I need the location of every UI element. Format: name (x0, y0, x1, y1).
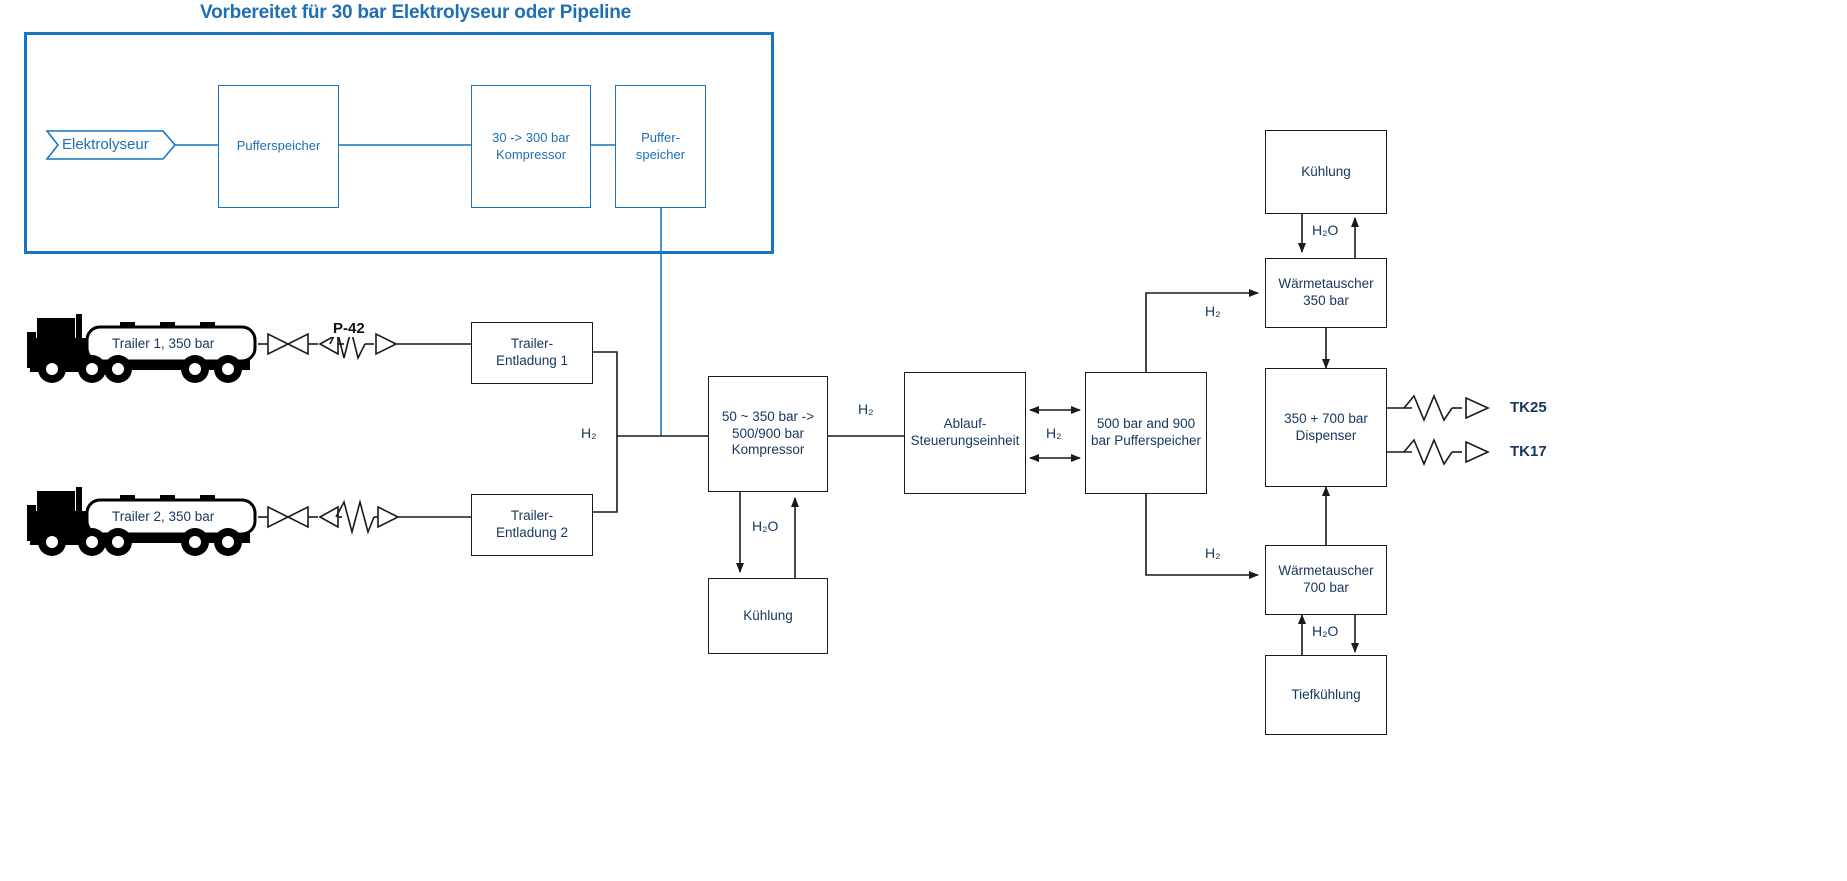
h2-to-700-label: H₂ (1203, 545, 1223, 561)
dispenser-box: 350 + 700 bar Dispenser (1265, 368, 1387, 487)
prepared-section-frame (24, 32, 774, 254)
compressor-cooling-label: Kühlung (743, 607, 793, 623)
nozzle-label-tk17: TK17 (1510, 443, 1547, 460)
electrolyser-label: Elektrolyseur (62, 136, 149, 153)
dispenser-line1: 350 + 700 bar (1284, 410, 1368, 426)
nozzle-label-tk25: TK25 (1510, 399, 1547, 416)
buffer-500-900-box: 500 bar and 900 bar Pufferspeicher (1085, 372, 1207, 494)
buffer-storage-2-box: Puffer- speicher (615, 85, 706, 208)
main-compressor-box: 50 ~ 350 bar -> 500/900 bar Kompressor (708, 376, 828, 492)
trailer-unloading-2-box: Trailer- Entladung 2 (471, 494, 593, 556)
trailer-unloading-1-line2: Entladung 1 (495, 353, 569, 368)
buffer-storage-2-line2: speicher (635, 146, 686, 162)
deep-cooling-box: Tiefkühlung (1265, 655, 1387, 735)
deep-cooling-label: Tiefkühlung (1291, 686, 1361, 702)
control-buffer-h2-label: H₂ (1044, 425, 1064, 441)
buffer-500-900-line2: bar Pufferspeicher (1090, 433, 1202, 448)
buffer-storage-1-label: Pufferspeicher (236, 138, 321, 154)
water-350-label: H₂O (1310, 222, 1341, 238)
water-700-label: H₂O (1310, 623, 1341, 639)
buffer-storage-1-box: Pufferspeicher (218, 85, 339, 208)
main-compressor-line2: 500/900 bar (731, 425, 805, 441)
compressor-cooling-box: Kühlung (708, 578, 828, 654)
compressor-water-label: H₂O (750, 518, 781, 534)
main-compressor-line3: Kompressor (731, 442, 805, 458)
compressor-30-300-line2: Kompressor (495, 146, 567, 162)
control-unit-line2: Steuerungseinheit (910, 433, 1020, 448)
control-unit-box: Ablauf- Steuerungseinheit (904, 372, 1026, 494)
trailer-1-label: Trailer 1, 350 bar (112, 336, 215, 351)
cooling-350-label: Kühlung (1301, 163, 1351, 179)
trailer-unloading-2-line2: Entladung 2 (495, 525, 569, 540)
buffer-500-900-line1: 500 bar and 900 (1096, 416, 1196, 432)
trailer-unloading-1-box: Trailer- Entladung 1 (471, 322, 593, 384)
dispenser-line2: Dispenser (1295, 427, 1357, 443)
buffer-storage-2-line1: Puffer- (641, 130, 680, 146)
main-compressor-line1: 50 ~ 350 bar -> (721, 408, 815, 424)
h2-to-350-label: H₂ (1203, 303, 1223, 319)
truck-wheels-1 (38, 355, 242, 383)
trailer-unloading-1-line1: Trailer- (510, 336, 554, 352)
heat-exchanger-700-box: Wärmetauscher 700 bar (1265, 545, 1387, 615)
compressor-30-300-box: 30 -> 300 bar Kompressor (471, 85, 591, 208)
heat-exchanger-700-line2: 700 bar (1303, 580, 1349, 595)
heat-exchanger-350-box: Wärmetauscher 350 bar (1265, 258, 1387, 328)
trailer-2-label: Trailer 2, 350 bar (112, 509, 215, 524)
compressor-to-control-h2-label: H₂ (856, 401, 876, 417)
truck-wheels-2 (38, 528, 242, 556)
page-title: Vorbereitet für 30 bar Elektrolyseur ode… (200, 2, 632, 23)
heat-exchanger-700-line1: Wärmetauscher (1278, 563, 1374, 579)
manifold-h2-label: H₂ (579, 425, 599, 441)
control-unit-line1: Ablauf- (943, 416, 987, 432)
cooling-350-box: Kühlung (1265, 130, 1387, 214)
compressor-30-300-line1: 30 -> 300 bar (492, 130, 570, 146)
trailer-unloading-2-line1: Trailer- (510, 508, 554, 524)
heat-exchanger-350-line2: 350 bar (1303, 293, 1349, 308)
pump-tag-p42: P-42 (331, 320, 367, 337)
heat-exchanger-350-line1: Wärmetauscher (1278, 276, 1374, 292)
